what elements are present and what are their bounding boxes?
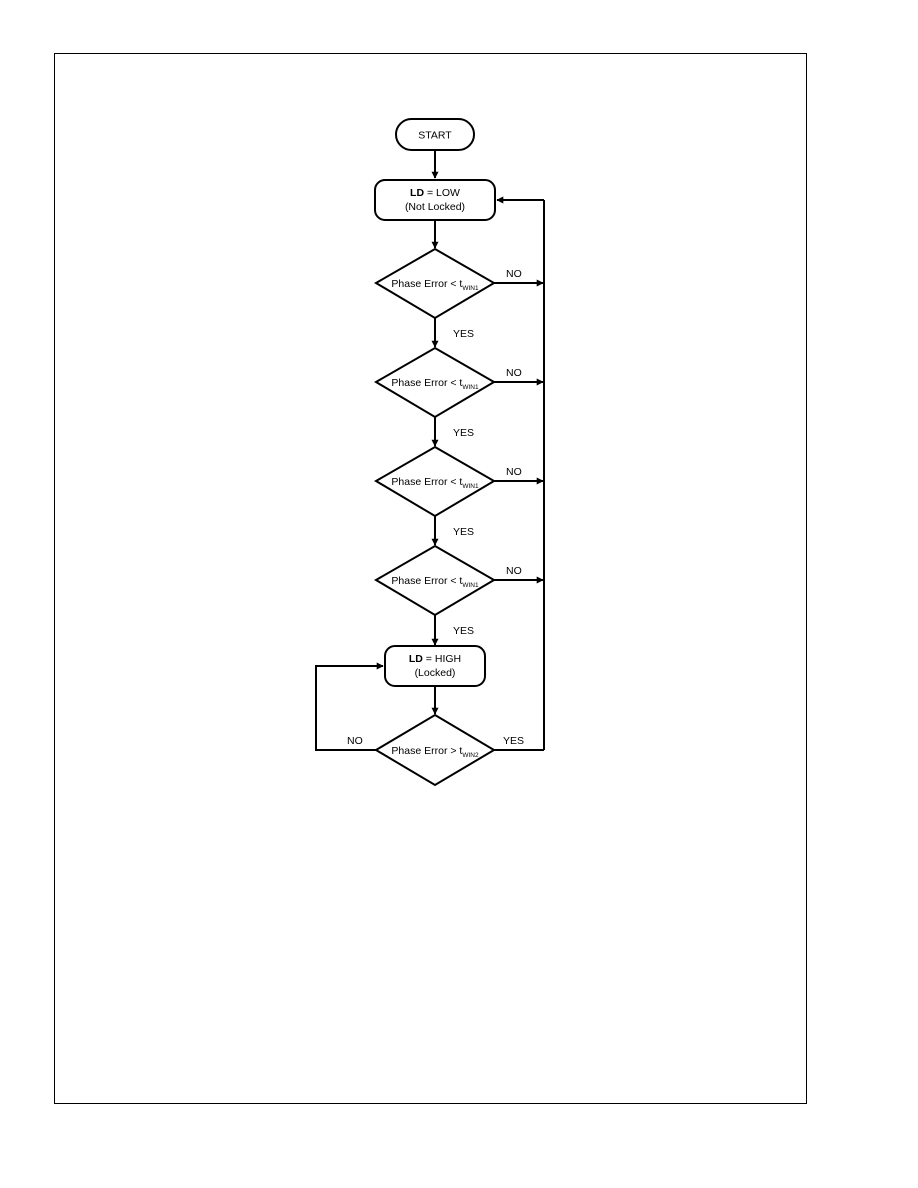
decision1-subscript: WIN1: [462, 285, 479, 292]
decision4-subscript: WIN1: [462, 582, 479, 589]
decision4-no-label: NO: [506, 565, 522, 577]
ld-low-state-box: LD = LOW (Not Locked): [374, 179, 496, 221]
decision5-subscript: WIN2: [462, 752, 479, 759]
decision-2: Phase Error < tWIN1: [374, 346, 496, 419]
start-label: START: [418, 130, 452, 142]
decision3-text: Phase Error < t: [391, 476, 462, 488]
svg-text:Phase Error < tWIN1: Phase Error < tWIN1: [391, 476, 479, 490]
edge-labels: NO YES NO YES NO YES NO YES NO YES: [347, 268, 524, 747]
decision1-no-label: NO: [506, 268, 522, 280]
ld-high-caption: (Locked): [415, 667, 456, 679]
svg-text:Phase Error < tWIN1: Phase Error < tWIN1: [391, 575, 479, 589]
decision5-no-loop-arrow: [315, 662, 384, 751]
decision4-yes-label: YES: [453, 625, 474, 637]
ld-low-value: = LOW: [424, 187, 460, 199]
decision2-text: Phase Error < t: [391, 377, 462, 389]
ld-low-signal: LD: [410, 187, 424, 199]
ld-low-caption: (Not Locked): [405, 201, 465, 213]
decision5-no-label: NO: [347, 735, 363, 747]
decision1-text: Phase Error < t: [391, 278, 462, 290]
decision2-no-label: NO: [506, 367, 522, 379]
decision1-yes-label: YES: [453, 328, 474, 340]
svg-text:LD = HIGH: LD = HIGH: [409, 653, 461, 665]
start-terminal: START: [395, 118, 475, 151]
svg-text:LD = LOW: LD = LOW: [410, 187, 460, 199]
decision2-yes-label: YES: [453, 427, 474, 439]
svg-text:Phase Error < tWIN1: Phase Error < tWIN1: [391, 278, 479, 292]
decision5-yes-label: YES: [503, 735, 524, 747]
ld-high-state-box: LD = HIGH (Locked): [384, 645, 486, 687]
decision3-yes-label: YES: [453, 526, 474, 538]
decision-5: Phase Error > tWIN2: [374, 713, 496, 787]
decision2-subscript: WIN1: [462, 384, 479, 391]
connectors: [315, 151, 545, 751]
decision-4: Phase Error < tWIN1: [374, 544, 496, 617]
ld-high-value: = HIGH: [423, 653, 461, 665]
page-frame: [54, 53, 807, 1104]
decision4-text: Phase Error < t: [391, 575, 462, 587]
decision-3: Phase Error < tWIN1: [374, 445, 496, 518]
ld-high-signal: LD: [409, 653, 423, 665]
decision3-subscript: WIN1: [462, 483, 479, 490]
svg-text:Phase Error < tWIN1: Phase Error < tWIN1: [391, 377, 479, 391]
decision-1: Phase Error < tWIN1: [374, 247, 496, 320]
decision3-no-label: NO: [506, 466, 522, 478]
decision5-text: Phase Error > t: [391, 745, 462, 757]
svg-text:Phase Error > tWIN2: Phase Error > tWIN2: [391, 745, 479, 759]
